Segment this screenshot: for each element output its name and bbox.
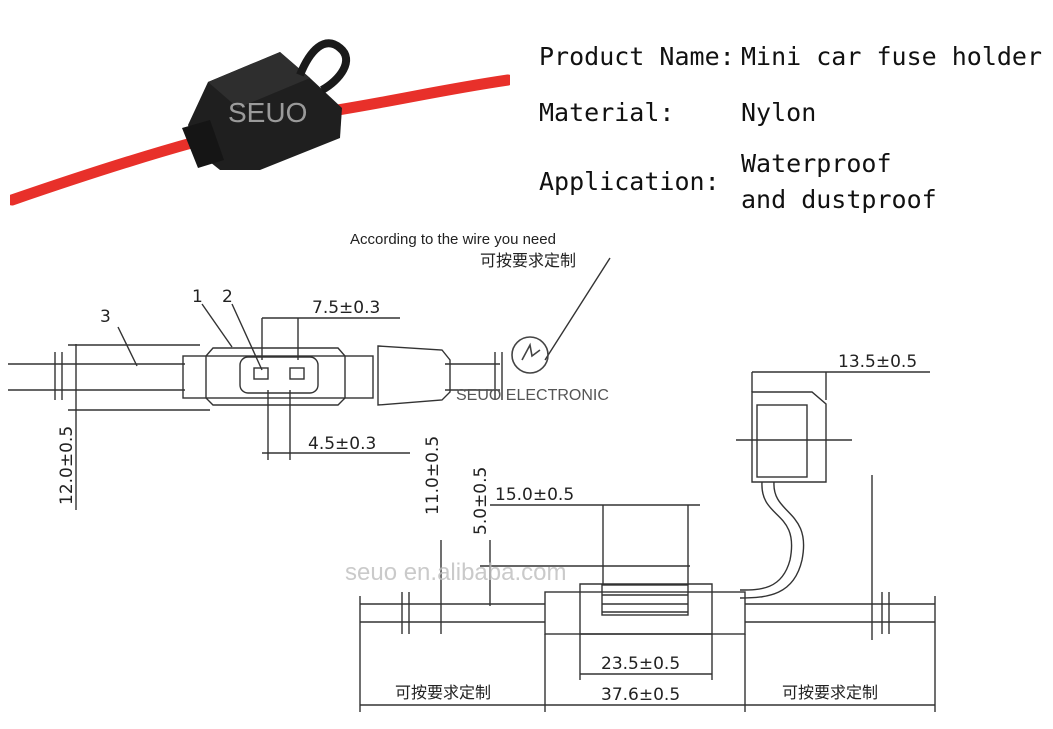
terminal-1 <box>253 367 269 380</box>
red-wire <box>10 136 201 206</box>
dim-7-5: 7.5±0.3 <box>312 298 380 318</box>
side-strap <box>739 481 793 591</box>
top-holder-outer <box>182 355 374 399</box>
dim-23-5: 23.5±0.5 <box>601 654 680 674</box>
product-name-label: Product Name: <box>539 42 735 71</box>
dim-37-6: 37.6±0.5 <box>601 685 680 705</box>
application-value-line1: Waterproof <box>741 149 892 178</box>
seuo-logo-icon <box>511 336 549 374</box>
fuse-slot <box>239 356 319 394</box>
product-photo: SEUO <box>10 39 510 206</box>
top-boot <box>377 345 451 406</box>
application-label: Application: <box>539 167 720 196</box>
logo-text: SEUO ELECTRONIC <box>456 387 609 404</box>
material-label: Material: <box>539 98 675 127</box>
side-cap-grip <box>756 404 808 478</box>
top-holder-body <box>205 347 346 406</box>
dim-4-5: 4.5±0.3 <box>308 434 376 454</box>
leader-3 <box>117 326 138 367</box>
bottom-right-cn: 可按要求定制 <box>782 683 878 702</box>
red-wire <box>319 74 510 118</box>
fuse-holder-cap <box>208 52 310 108</box>
part-label-1: 1 <box>192 287 203 307</box>
side-cap <box>751 391 827 483</box>
leader-2 <box>231 303 263 371</box>
material-value: Nylon <box>741 98 817 127</box>
application-value-line2: and dustproof <box>741 185 937 214</box>
note-en: According to the wire you need <box>350 231 556 248</box>
dim-5-0: 5.0±0.5 <box>471 467 491 535</box>
product-name-value: Mini car fuse holder <box>741 42 1043 71</box>
side-strap <box>739 481 805 599</box>
terminal-2 <box>289 367 305 380</box>
part-label-2: 2 <box>222 287 233 307</box>
leader-1 <box>201 303 233 348</box>
dim-13-5: 13.5±0.5 <box>838 352 917 372</box>
note-cn: 可按要求定制 <box>480 251 576 270</box>
fuse-holder-end <box>182 120 224 168</box>
dim-15-0: 15.0±0.5 <box>495 485 574 505</box>
note-leader <box>544 257 611 361</box>
cap-strap <box>296 39 350 94</box>
bottom-left-cn: 可按要求定制 <box>395 683 491 702</box>
part-label-3: 3 <box>100 307 111 327</box>
alibaba-watermark: seuo en.alibaba.com <box>345 559 566 586</box>
side-fuse <box>601 584 689 616</box>
brand-watermark: SEUO <box>228 97 307 128</box>
dim-11-0: 11.0±0.5 <box>423 436 443 515</box>
dim-12-0: 12.0±0.5 <box>57 426 77 505</box>
side-holder-outer <box>544 591 746 635</box>
